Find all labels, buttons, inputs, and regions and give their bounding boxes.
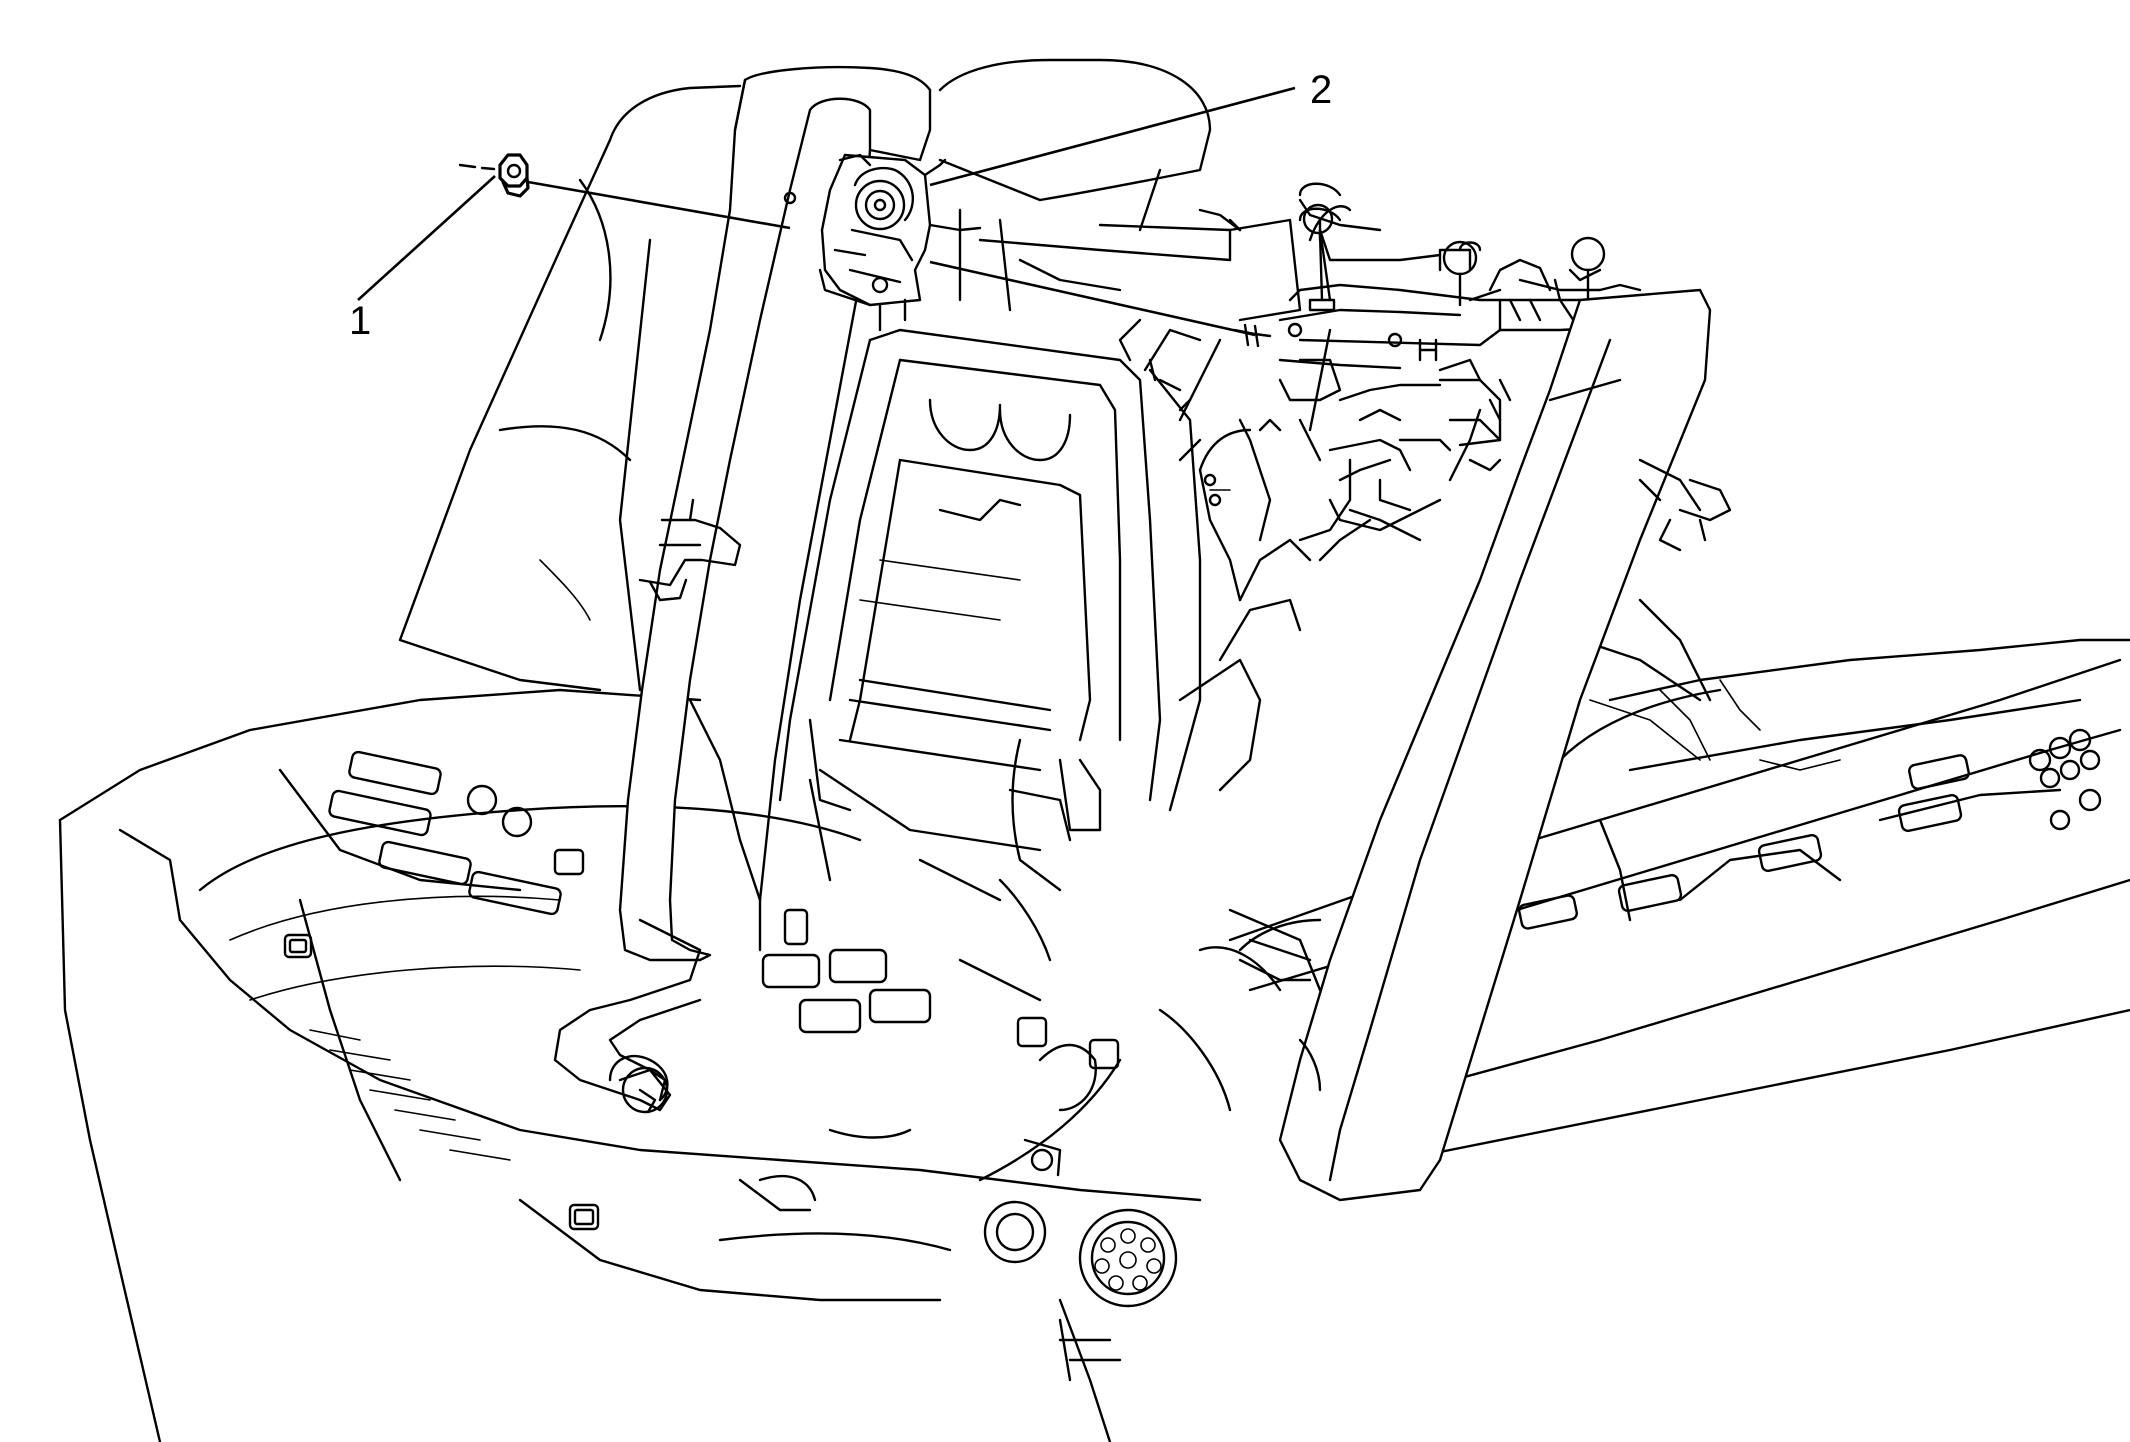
fastener-axis-line xyxy=(527,180,791,230)
rear-seatback-cushion xyxy=(398,58,1212,902)
leader-lines xyxy=(357,86,1296,348)
floor-pan xyxy=(58,598,2130,1442)
leader-line-1 xyxy=(357,175,496,301)
callout-label-2: 2 xyxy=(1310,68,1332,112)
right-seatback-panel xyxy=(1238,258,1732,1202)
retractor-assembly xyxy=(818,153,982,332)
nut-fastener xyxy=(458,153,530,198)
callout-label-1: 1 xyxy=(349,299,371,343)
retractor-axis-line xyxy=(929,260,1256,337)
seatback-frame xyxy=(778,182,1662,892)
seat-belt-webbing xyxy=(553,65,932,1114)
leader-line-2 xyxy=(929,86,1296,187)
